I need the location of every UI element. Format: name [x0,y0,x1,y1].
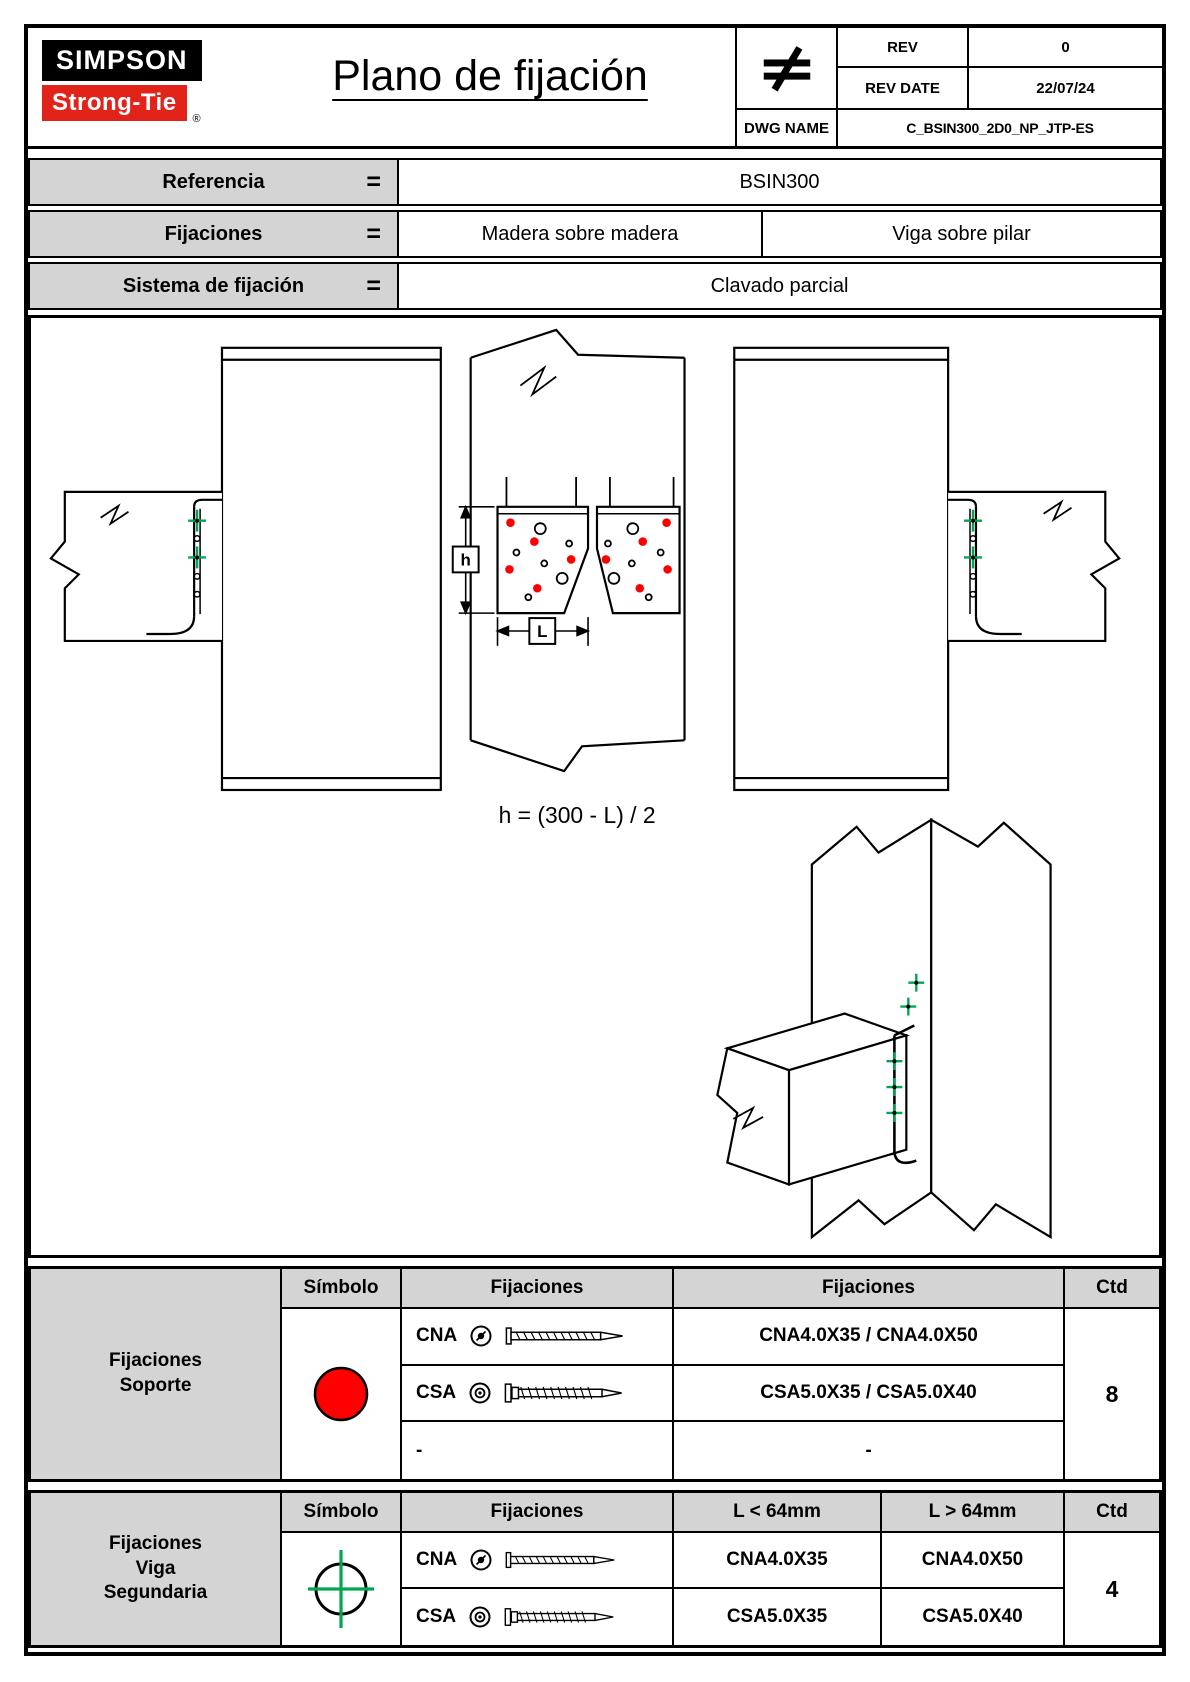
sheet-frame [24,24,1166,1656]
red-fixing-dots [505,518,672,593]
dim-h-label: h [461,550,471,569]
csa-gt-model: CSA5.0X40 [880,1589,1063,1645]
csa-lt-model: CSA5.0X35 [672,1589,880,1645]
cna-models: CNA4.0X35 / CNA4.0X50 [672,1309,1063,1366]
empty-models: - [672,1422,1063,1479]
support-qty: 8 [1063,1309,1159,1479]
page-title: Plano de fijación [332,52,648,100]
cna-gt-model: CNA4.0X50 [880,1533,1063,1589]
col-header-simbolo-2: Símbolo [280,1493,400,1533]
dwg-name-value: C_BSIN300_2D0_NP_JTP-ES [836,110,1162,146]
info-row-sistema: Sistema de fijación = Clavado parcial [28,262,1162,310]
csa-fastener-cell-2: CSA [400,1589,672,1645]
fijaciones-label-cell: Fijaciones = [30,212,399,256]
csa-code: CSA [416,1381,457,1403]
cna-fastener-cell: CNA [400,1309,672,1366]
screw-drawing [504,1383,622,1403]
dwg-name-label: DWG NAME [735,110,836,146]
screw-drawing [504,1608,614,1626]
isometric-view [716,817,1052,1240]
rev-label: REV [836,28,967,68]
support-symbol-cell [280,1309,400,1479]
strongtie-wordmark: Strong-Tie [42,85,187,121]
csa-fastener-cell: CSA [400,1365,672,1423]
drawing-area: h L h = (300 - L) / 2 [28,315,1162,1258]
col-header-ctd: Ctd [1063,1269,1159,1309]
col-header-fijaciones-2: Fijaciones [672,1269,1063,1309]
cna-fastener-cell-2: CNA [400,1533,672,1589]
dimension-h [451,504,495,616]
col-header-fijaciones: Fijaciones [400,1269,672,1309]
formula-text: h = (300 - L) / 2 [499,802,656,828]
rev-date-value: 22/07/24 [967,68,1162,110]
fijaciones-value-right: Viga sobre pilar [761,212,1160,256]
info-row-fijaciones: Fijaciones = Madera sobre madera Viga so… [28,210,1162,258]
screw-icon [469,1382,491,1404]
main-drawing-svg: h L h = (300 - L) / 2 [49,328,1121,1240]
nail-holes [512,522,665,602]
col-header-fijaciones-3: Fijaciones [400,1493,672,1533]
sistema-label-cell: Sistema de fijación = [30,264,399,308]
col-header-ctd-2: Ctd [1063,1493,1159,1533]
sistema-value: Clavado parcial [710,274,849,297]
support-group-label: Fijaciones Soporte [109,1350,202,1396]
col-header-simbolo: Símbolo [280,1269,400,1309]
cna-code: CNA [416,1325,458,1347]
nail-icon [470,1325,492,1347]
secondary-qty: 4 [1063,1533,1159,1645]
not-equal-icon-cell [735,28,836,110]
rev-date-label: REV DATE [836,68,967,110]
fijaciones-label: Fijaciones [164,222,263,245]
right-elevation [733,346,1121,792]
screw-icon [469,1606,491,1628]
dim-l-label: L [537,622,547,641]
csa-code-2: CSA [416,1606,457,1627]
registered-mark: ® [192,113,201,125]
header-divider [28,146,1162,149]
red-circle-symbol [313,1366,369,1422]
csa-models: CSA5.0X35 / CSA5.0X40 [672,1365,1063,1423]
support-fixings-table: Fijaciones Soporte Símbolo Fijaciones Fi… [28,1266,1162,1482]
col-header-l-gt-64: L > 64mm [880,1493,1063,1533]
front-view: h L h = (300 - L) / 2 [451,328,686,828]
sistema-label: Sistema de fijación [122,274,305,297]
not-equal-icon [763,46,810,92]
nail-icon [470,1549,492,1571]
green-crosshair-symbol [308,1550,374,1628]
title-block: REV 0 REV DATE 22/07/24 DWG NAME C_BSIN3… [735,28,1162,146]
info-row-referencia: Referencia = BSIN300 [28,158,1162,206]
col-header-l-lt-64: L < 64mm [672,1493,880,1533]
cna-lt-model: CNA4.0X35 [672,1533,880,1589]
secondary-group-label-cell: Fijaciones Viga Segundaria [31,1493,280,1645]
equals-sign: = [366,167,381,196]
brand-logo: SIMPSON Strong-Tie ® [42,40,202,125]
secondary-beam-fixings-table: Fijaciones Viga Segundaria Símbolo Fijac… [28,1490,1162,1648]
referencia-value: BSIN300 [739,170,820,193]
dimension-l [495,617,591,646]
left-elevation [49,346,442,792]
secondary-group-label: Fijaciones Viga Segundaria [103,1532,208,1604]
simpson-wordmark: SIMPSON [42,40,202,81]
cna-code-2: CNA [416,1549,458,1570]
empty-fastener-cell: - [400,1422,672,1479]
equals-sign: = [366,271,381,300]
referencia-label-cell: Referencia = [30,160,399,204]
empty-code: - [416,1439,423,1461]
nail-drawing [505,1551,615,1569]
referencia-label: Referencia [162,170,265,193]
support-group-label-cell: Fijaciones Soporte [31,1269,280,1479]
secondary-symbol-cell [280,1533,400,1645]
equals-sign: = [366,219,381,248]
nail-drawing [505,1327,623,1346]
fijaciones-value-left: Madera sobre madera [481,222,679,245]
rev-value: 0 [967,28,1162,68]
